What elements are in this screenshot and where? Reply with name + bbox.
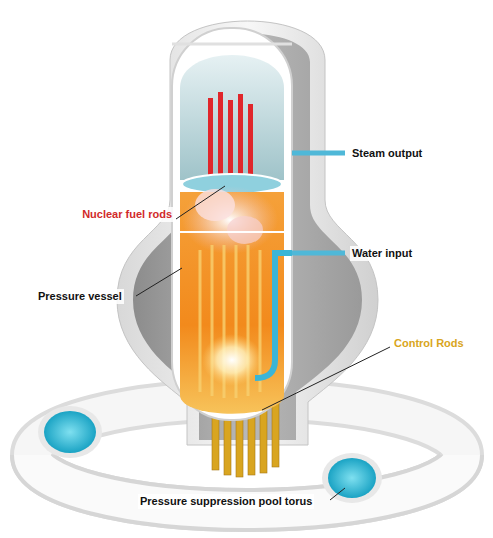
steam-label: Steam output [350, 146, 424, 161]
water-label: Water input [350, 246, 414, 261]
vessel-label: Pressure vessel [36, 289, 124, 304]
torus-label: Pressure suppression pool torus [138, 494, 314, 509]
control-rods-label: Control Rods [392, 336, 466, 351]
fuel-rods-label: Nuclear fuel rods [80, 207, 174, 222]
